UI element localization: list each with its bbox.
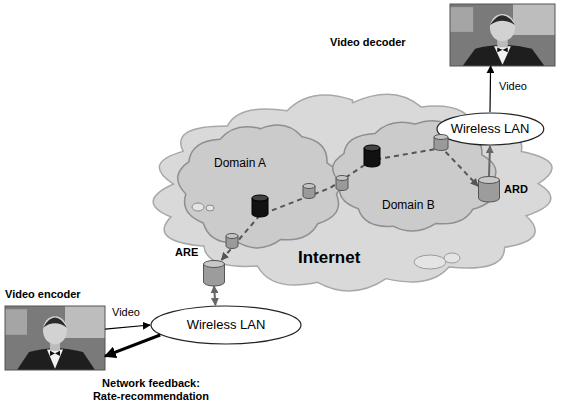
small-cloud (414, 255, 446, 269)
photo-outline (450, 4, 555, 66)
router-node: ARE (203, 260, 225, 286)
router (226, 234, 238, 249)
node-label: Domain B (382, 198, 435, 212)
connector-arrow (489, 66, 491, 112)
connector-arrow (105, 335, 160, 356)
network-ellipse: Wireless LAN (150, 305, 302, 345)
node-label: Video encoder (5, 288, 81, 301)
small-cloud (192, 203, 204, 211)
connector-arrow (489, 146, 490, 176)
node-label: ARD (504, 183, 528, 196)
connector-arrow (105, 325, 150, 329)
cyl-outline (203, 260, 225, 286)
router (336, 176, 348, 191)
node-label: Wireless LAN (187, 317, 266, 333)
router-node: ARD (478, 176, 500, 202)
video-terminal: Video decoder (450, 4, 555, 66)
node-label: Domain A (214, 156, 266, 170)
cloud-outline (175, 122, 345, 250)
router (434, 135, 448, 151)
connector-arrow (214, 286, 215, 305)
core-router (364, 145, 380, 167)
edge-label: Network feedback: Rate-recommendation (88, 377, 214, 403)
video-terminal: Video encoder (5, 306, 105, 370)
router (303, 184, 315, 199)
node-label: Internet (298, 248, 360, 268)
edge-label: Video (497, 80, 529, 93)
small-cloud (444, 253, 460, 263)
node-label: ARE (175, 246, 198, 259)
node-label: Wireless LAN (451, 121, 530, 137)
network-ellipse: Wireless LAN (436, 112, 545, 146)
cyl-outline (478, 176, 500, 202)
network-cloud: Domain A (175, 122, 345, 250)
small-cloud (206, 205, 214, 211)
node-label: Video decoder (330, 36, 406, 49)
core-router (252, 195, 268, 217)
photo-outline (5, 306, 105, 370)
edge-label: Video (110, 306, 142, 319)
